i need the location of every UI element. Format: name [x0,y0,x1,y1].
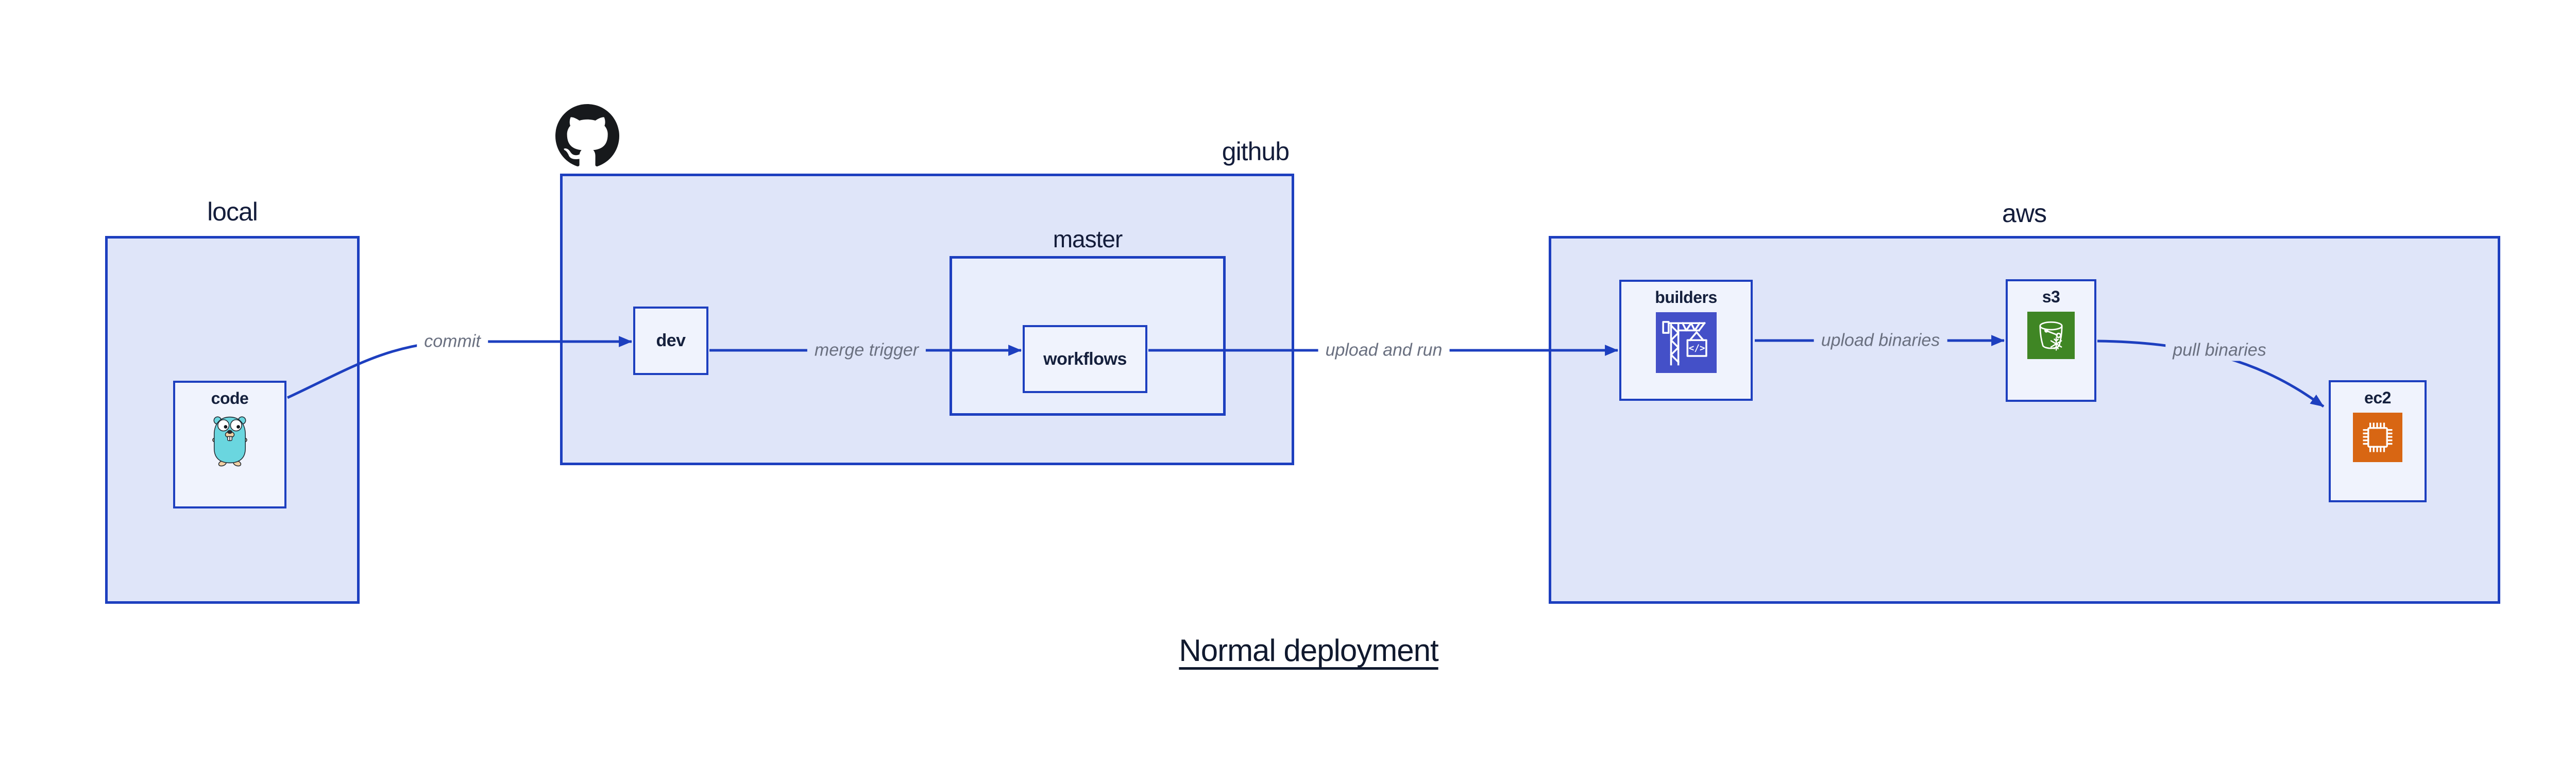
aws-ec2-icon [2353,413,2402,462]
group-github-label: github [1222,137,1290,166]
edge-label-pull-binaries: pull binaries [2165,339,2274,361]
node-s3-label: s3 [2042,287,2060,306]
edge-label-upload-binaries: upload binaries [1814,330,1947,351]
node-ec2: ec2 [2329,380,2427,502]
node-dev: dev [633,307,708,375]
node-code-label: code [211,389,249,408]
aws-s3-icon [2027,312,2075,359]
group-aws-label: aws [2002,199,2047,228]
group-master-label: master [1053,226,1123,252]
node-builders-label: builders [1655,288,1717,307]
diagram-title: Normal deployment [1179,633,1438,668]
edge-label-upload-and-run: upload and run [1318,339,1450,361]
group-local-label: local [207,197,258,226]
node-builders: builders </> [1619,280,1753,401]
go-gopher-icon [212,416,247,467]
node-ec2-label: ec2 [2364,388,2391,407]
edge-label-merge-trigger: merge trigger [807,339,926,361]
node-s3: s3 [2006,279,2096,402]
aws-codebuild-icon: </> [1655,312,1717,373]
github-octocat-icon [555,104,619,166]
node-dev-label: dev [656,331,686,350]
svg-text:</>: </> [1688,344,1705,354]
node-workflows: workflows [1023,325,1147,393]
node-workflows-label: workflows [1043,349,1127,369]
edge-label-commit: commit [417,331,488,352]
node-code: code [173,381,286,508]
